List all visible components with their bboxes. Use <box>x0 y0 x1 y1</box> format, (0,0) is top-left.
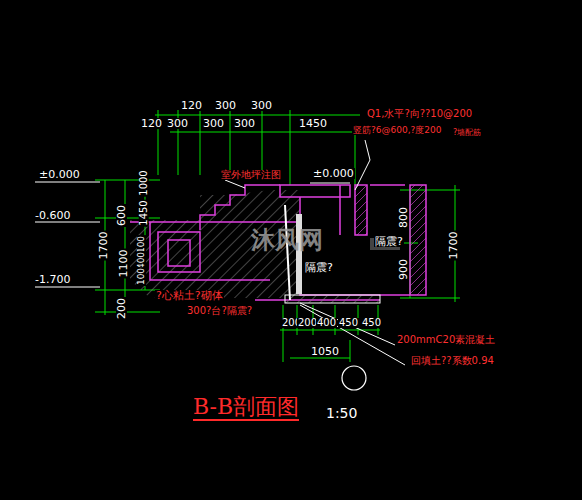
drawing-label: 300 <box>166 118 189 129</box>
drawing-label: 1450 <box>139 199 149 226</box>
drawing-label: ±0.000 <box>312 168 355 179</box>
drawing-label: 隔震? <box>374 236 404 247</box>
drawing-label: ?心粘土?砌体 <box>155 290 224 301</box>
drawing-label: 沐风网 <box>250 228 324 252</box>
drawing-label: 300 <box>250 100 273 111</box>
drawing-label: 隔震? <box>304 262 334 273</box>
drawing-label: 竖筋?6@600,?度200 <box>352 126 443 135</box>
drawing-label: 1450 <box>298 118 328 129</box>
drawing-label: ±0.000 <box>38 169 81 180</box>
drawing-label: 1700 <box>448 231 459 261</box>
drawing-label: 120 <box>140 118 163 129</box>
drawing-label: 1050 <box>310 346 340 357</box>
drawing-label: 1700 <box>98 231 109 261</box>
drawing-label: 900 <box>398 258 409 281</box>
drawing-label: 600 <box>116 204 127 227</box>
drawing-label: 1100 <box>118 249 129 279</box>
drawing-label: 450 <box>361 318 382 328</box>
drawing-label: 200mmC20素混凝土 <box>396 335 496 345</box>
drawing-label: -1.700 <box>34 274 71 285</box>
drawing-label: 120 <box>180 100 203 111</box>
drawing-label: 450 <box>338 318 359 328</box>
drawing-label: 400 <box>316 318 337 328</box>
drawing-label: 1:50 <box>325 406 358 420</box>
drawing-label: 300 <box>233 118 256 129</box>
drawing-title: B-B剖面图 <box>193 396 299 421</box>
drawing-label: 300?台?隔震? <box>186 306 253 316</box>
drawing-label: 回填土??系数0.94 <box>410 356 495 366</box>
drawing-label: 1000 <box>139 169 149 196</box>
drawing-label: 室外地坪注图 <box>220 170 282 180</box>
drawing-label: ?墙配筋 <box>452 129 482 137</box>
drawing-label: Q1,水平?向??10@200 <box>366 109 473 119</box>
drawing-label: 300 <box>214 100 237 111</box>
drawing-label: 800 <box>398 206 409 229</box>
drawing-label: -0.600 <box>34 210 71 221</box>
drawing-label: 100 <box>137 267 146 286</box>
drawing-label: 200 <box>297 318 318 328</box>
drawing-label: 200 <box>116 297 127 320</box>
drawing-label: 300 <box>202 118 225 129</box>
